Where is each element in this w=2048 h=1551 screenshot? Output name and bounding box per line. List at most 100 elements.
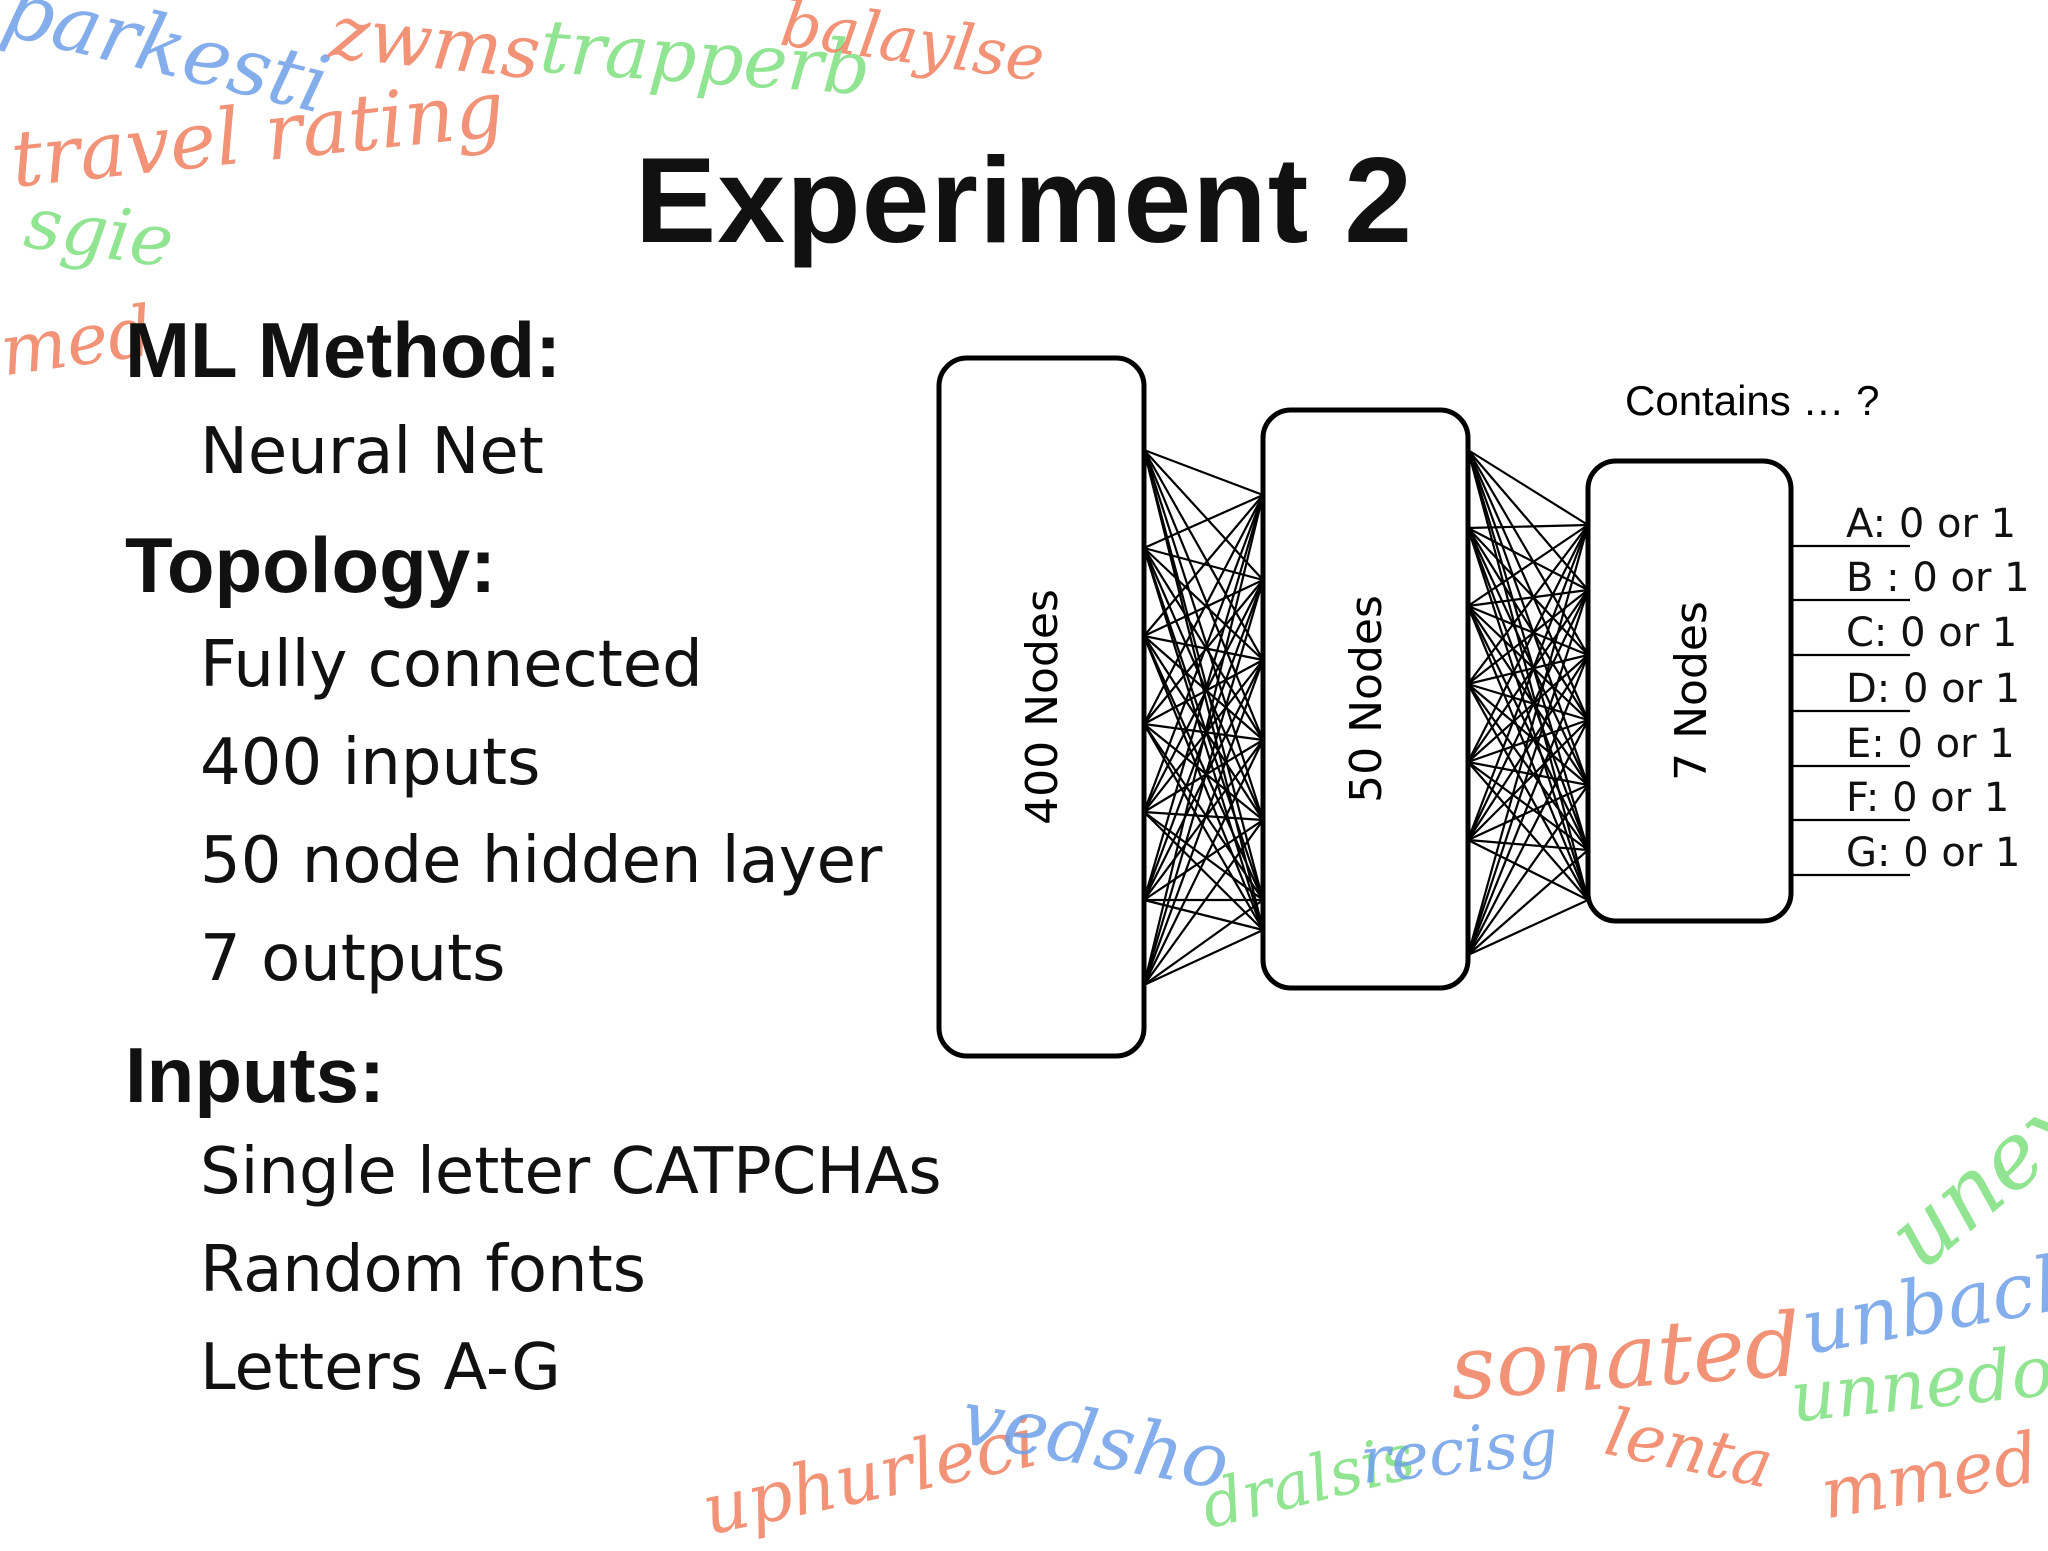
connection-line [1467, 605, 1589, 786]
output-header: Contains … ? [1625, 377, 1879, 424]
output-layer-box [1585, 458, 1794, 924]
section-item: Neural Net [200, 415, 544, 489]
connection-line [1143, 739, 1264, 986]
connection-line [1467, 838, 1589, 852]
connection-line [1142, 547, 1265, 901]
connection-line [1142, 449, 1265, 741]
slide-title: Experiment 2 [634, 132, 1414, 268]
connection-line [1467, 527, 1589, 721]
connection-line [1143, 449, 1264, 581]
connection-line [1142, 449, 1265, 901]
connection-line [1143, 899, 1264, 986]
connection-line [1143, 449, 1264, 661]
input-layer-label: 400 Nodes [1017, 589, 1068, 825]
output-label-c: C: 0 or 1 [1846, 610, 2017, 656]
connection-line [1467, 589, 1589, 685]
connection-line [1142, 449, 1265, 931]
connection-line [1467, 527, 1589, 786]
connection-line [1467, 849, 1589, 956]
output-label-d: D: 0 or 1 [1846, 666, 2020, 712]
connection-line [1466, 605, 1590, 901]
connection-line [1466, 449, 1590, 851]
connection-line [1467, 784, 1589, 841]
connection-line [1143, 494, 1264, 725]
connection-line [1142, 579, 1265, 986]
connection-line [1143, 811, 1264, 901]
connection-line [1143, 634, 1264, 662]
hidden-layer-box [1260, 407, 1471, 991]
hidden-layer-label: 50 Nodes [1341, 595, 1392, 803]
connection-line [1142, 547, 1265, 821]
connection-line [1467, 653, 1589, 686]
connection-line [1143, 493, 1264, 550]
connection-line [1143, 547, 1264, 741]
connection-line [1467, 719, 1589, 956]
connection-line [1143, 929, 1264, 986]
connection-line [1467, 524, 1589, 607]
connection-line [1143, 810, 1264, 822]
connection-line [1466, 524, 1590, 956]
connection-line [1142, 494, 1265, 901]
connection-line [1467, 605, 1589, 721]
connection-line [1467, 605, 1589, 851]
connection-line [1466, 449, 1590, 786]
section-item: Letters A-G [200, 1331, 561, 1405]
connection-line [1143, 494, 1264, 637]
connection-line [1467, 682, 1589, 722]
output-label-f: F: 0 or 1 [1846, 775, 2009, 821]
connection-line [1467, 524, 1589, 685]
section-heading-ml-method: ML Method: [125, 306, 562, 394]
connection-line [1467, 683, 1589, 901]
connection-line [1467, 449, 1589, 656]
connection-line [1466, 527, 1590, 851]
connection-line [1467, 683, 1589, 851]
connection-line [1143, 547, 1264, 661]
connection-line [1143, 722, 1264, 742]
connection-line [1467, 899, 1589, 956]
connection-line [1467, 589, 1589, 763]
section-item: 50 node hidden layer [200, 824, 883, 898]
output-label-g: G: 0 or 1 [1846, 830, 2020, 876]
connection-line [1142, 635, 1265, 901]
section-item: 7 outputs [200, 922, 506, 996]
output-label-e: E: 0 or 1 [1846, 721, 2015, 767]
output-label-a: A: 0 or 1 [1846, 501, 2016, 547]
connection-line [1143, 723, 1264, 821]
connection-line [1467, 683, 1589, 786]
connection-line [1467, 449, 1589, 526]
section-item: Random fonts [200, 1233, 646, 1307]
connection-line [1467, 654, 1589, 763]
connections [1142, 448, 1590, 986]
connection-line [1467, 719, 1589, 841]
connection-line [1466, 589, 1590, 956]
connection-line [1467, 524, 1589, 763]
connection-line [1143, 635, 1264, 821]
connection-line [1466, 524, 1590, 841]
output-layer-label: 7 Nodes [1666, 601, 1717, 781]
section-heading-topology: Topology: [125, 521, 497, 609]
connection-line [1466, 654, 1590, 956]
connection-line [1143, 659, 1264, 725]
connection-line [1143, 723, 1264, 901]
input-layer-box [936, 355, 1147, 1059]
connection-line [1143, 635, 1264, 741]
output-labels [1791, 544, 1910, 877]
connection-line [1143, 739, 1264, 813]
connection-line [1142, 659, 1265, 986]
connection-line [1467, 784, 1589, 956]
connection-line [1467, 589, 1589, 841]
connection-line [1143, 448, 1264, 497]
output-label-b: B : 0 or 1 [1846, 555, 2030, 601]
connection-line [1467, 604, 1589, 657]
connection-line [1467, 654, 1589, 841]
connection-line [1142, 494, 1265, 986]
section-item: Single letter CATPCHAs [200, 1135, 942, 1209]
connection-line [1467, 523, 1589, 530]
section-heading-inputs: Inputs: [125, 1031, 385, 1119]
section-item: Fully connected [200, 628, 703, 702]
connection-line [1466, 449, 1590, 721]
section-item: 400 inputs [200, 726, 541, 800]
connection-line [1142, 494, 1265, 813]
connection-line [1143, 819, 1264, 986]
